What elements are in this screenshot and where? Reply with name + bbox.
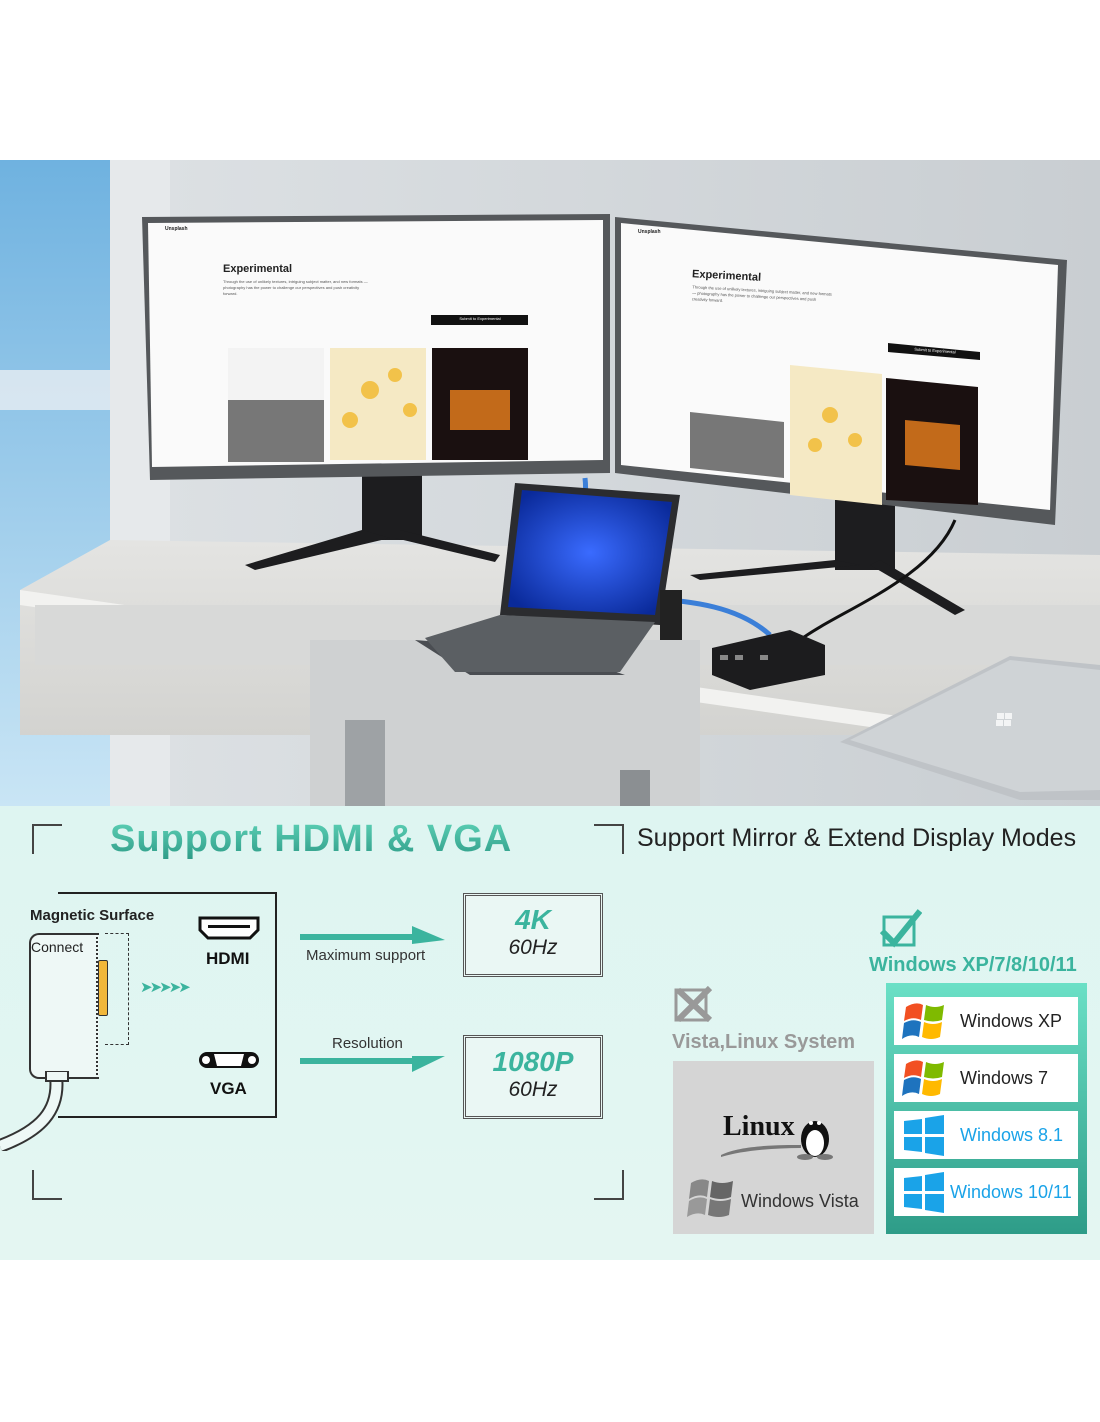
linux-swoosh (721, 1145, 801, 1157)
vga-resolution: 1080P (492, 1046, 574, 1077)
os-label: Windows 8.1 (960, 1124, 1064, 1145)
vga-label: VGA (210, 1079, 247, 1098)
hdmi-resolution-box: 4K 60Hz (463, 893, 603, 977)
unsupported-heading: Vista,Linux System (672, 1031, 856, 1053)
hdmi-vga-title: Support HDMI & VGA (110, 818, 513, 860)
product-scene-photo (0, 160, 1100, 806)
display-modes-title: Support Mirror & Extend Display Modes (637, 824, 1077, 852)
dashed-bracket (105, 933, 129, 1045)
os-item-windows-10-11: Windows 10/11 (894, 1168, 1078, 1216)
vga-refresh-rate: 60Hz (508, 1078, 558, 1101)
checkmark-box-icon (880, 909, 922, 948)
feature-panel: Support HDMI & VGA Support Mirror & Exte… (0, 806, 1100, 1260)
hdmi-refresh-rate: 60Hz (508, 936, 558, 959)
adapter-edge (96, 933, 99, 1079)
cable-icon (0, 1071, 69, 1151)
screen-page-title-left: Experimental (223, 263, 293, 275)
screen-brand-right: Unsplash (638, 229, 661, 235)
frame-corner (32, 1170, 62, 1200)
supported-os-box: Windows XP Windows 7 Windows 8.1 Windows… (886, 983, 1087, 1234)
hdmi-resolution: 4K (515, 904, 551, 935)
arrow-chevrons-icon: ➤➤➤➤➤ (140, 979, 191, 996)
windows-8-logo-icon (904, 1115, 944, 1156)
arrow-right-icon (300, 1056, 445, 1072)
frame-corner (594, 824, 624, 854)
windows-xp-logo-icon (902, 1003, 944, 1039)
os-item-windows-7: Windows 7 (894, 1054, 1078, 1102)
magnetic-surface-label: Magnetic Surface (30, 907, 155, 924)
os-item-windows-8-1: Windows 8.1 (894, 1111, 1078, 1159)
frame-corner (32, 824, 62, 854)
adapter-box (58, 892, 277, 1118)
os-item-windows-xp: Windows XP (894, 997, 1078, 1045)
windows-10-logo-icon (904, 1172, 944, 1213)
tux-penguin-icon (797, 1121, 833, 1160)
os-label: Windows XP (960, 1010, 1063, 1031)
hdmi-label: HDMI (206, 949, 250, 968)
vga-resolution-box: 1080P 60Hz (463, 1035, 603, 1119)
resolution-label: Resolution (332, 1035, 403, 1052)
windows-vista-label: Windows Vista (741, 1191, 859, 1211)
screen-submit-button-left: Submit to Experimental (459, 316, 501, 321)
linux-logo: Linux (723, 1111, 795, 1142)
monitor-stand-right (690, 500, 965, 615)
windows-7-logo-icon (902, 1060, 944, 1096)
cross-box-icon (674, 986, 712, 1022)
vga-port-icon (199, 1052, 259, 1068)
surface-tablet (415, 483, 682, 675)
os-label: Windows 7 (960, 1067, 1049, 1088)
connector-pins (98, 960, 108, 1016)
screen-page-desc-left: Through the use of unlikely textures, in… (223, 279, 368, 296)
docking-station (712, 630, 825, 690)
screen-brand-left: Unsplash (165, 226, 188, 232)
unsupported-os-box: Linux Windows Vista (673, 1061, 874, 1234)
surface-laptop (840, 656, 1100, 800)
os-label: Windows 10/11 (950, 1181, 1072, 1202)
windows-vista-logo-icon (687, 1179, 733, 1217)
hdmi-port-icon (198, 916, 260, 940)
max-support-label: Maximum support (306, 947, 426, 964)
supported-heading: Windows XP/7/8/10/11 (869, 954, 1077, 976)
arrow-right-icon (300, 926, 445, 944)
monitor-stand-left (245, 470, 500, 570)
frame-corner (594, 1170, 624, 1200)
connect-label: Connect (31, 939, 84, 955)
